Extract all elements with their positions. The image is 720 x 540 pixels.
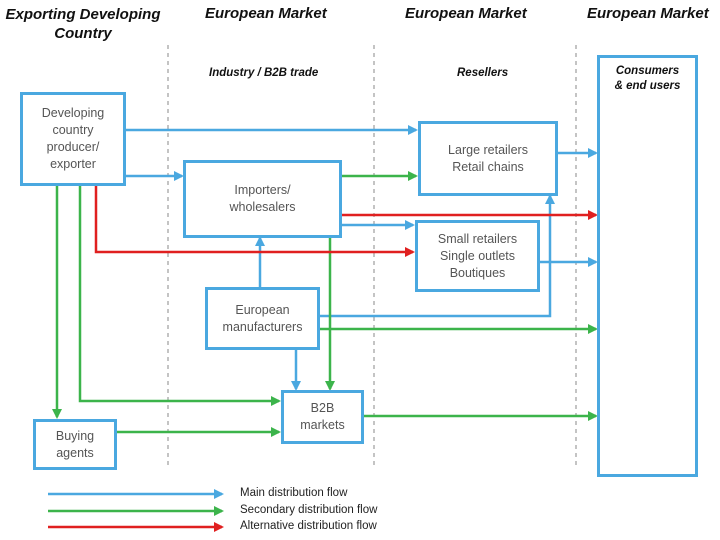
node-buying-agents-label: Buying agents (55, 428, 95, 460)
node-buying-agents: Buying agents (33, 419, 117, 470)
header-european-market-1: European Market (205, 5, 327, 22)
header-european-market-2: European Market (405, 5, 527, 22)
node-consumers: Consumers & end users (597, 55, 698, 477)
node-small-retailers: Small retailers Single outlets Boutiques (415, 220, 540, 292)
node-b2b-markets-label: B2B markets (300, 401, 345, 432)
header-european-market-3: European Market (587, 5, 709, 22)
legend-main-label: Main distribution flow (240, 487, 348, 499)
node-large-retailers-label: Large retailers Retail chains (448, 142, 528, 174)
legend-alternative-label: Alternative distribution flow (240, 520, 377, 532)
node-producer: Developing country producer/ exporter (20, 92, 126, 186)
flow-producer-small-retailers (94, 186, 415, 257)
flow-producer-b2b (78, 186, 281, 406)
node-small-retailers-label: Small retailers Single outlets Boutiques (437, 231, 518, 280)
header-exporting-country: Exporting Developing Country (5, 6, 161, 42)
node-producer-label: Developing country producer/ exporter (41, 106, 105, 171)
node-manufacturers-label: European manufacturers (222, 302, 303, 334)
node-consumers-label: Consumers & end users (614, 65, 681, 92)
node-importers-label: Importers/ wholesalers (229, 183, 296, 214)
legend-secondary-label: Secondary distribution flow (240, 504, 378, 516)
flow-manufacturers-large-retailers (320, 194, 555, 318)
node-manufacturers: European manufacturers (205, 287, 320, 350)
node-large-retailers: Large retailers Retail chains (418, 121, 558, 196)
node-b2b-markets: B2B markets (281, 390, 364, 444)
subheader-industry: Industry / B2B trade (209, 67, 319, 79)
subheader-resellers: Resellers (457, 67, 509, 79)
node-importers: Importers/ wholesalers (183, 160, 342, 238)
